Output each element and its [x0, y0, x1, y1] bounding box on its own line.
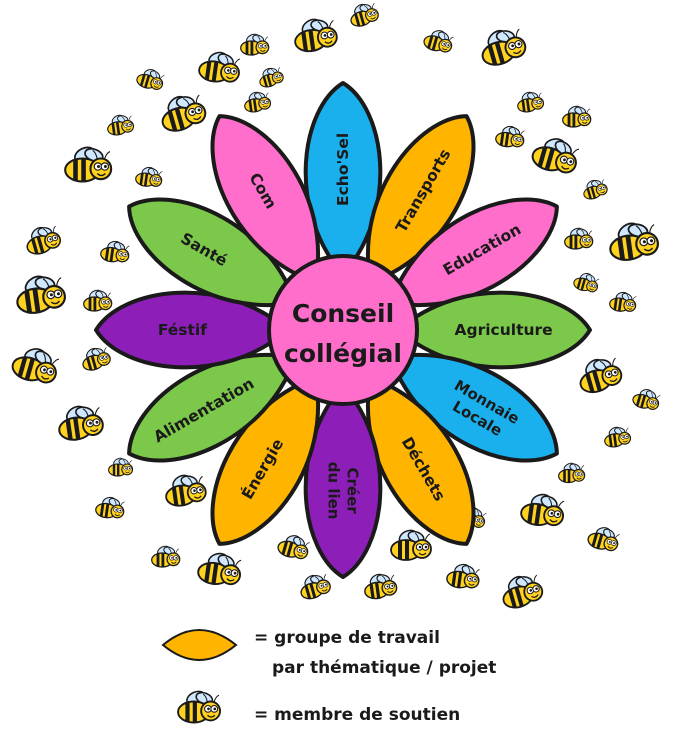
- bee-icon: [21, 220, 64, 258]
- legend-bee-text: = membre de soutien: [254, 705, 460, 725]
- bee-icon: [562, 103, 592, 128]
- center-label-line1: Conseil: [292, 299, 394, 328]
- bee-icon: [54, 399, 106, 443]
- bee-icon: [579, 175, 610, 202]
- legend-petal-line1: = groupe de travail: [254, 628, 440, 648]
- bee-icon: [361, 569, 399, 601]
- bee-icon: [630, 384, 663, 413]
- legend: = groupe de travail par thématique / pro…: [161, 628, 496, 725]
- bee-icon: [78, 342, 113, 374]
- bee-icon: [571, 268, 602, 295]
- bee-icon: [240, 31, 270, 56]
- petal-agriculture: Agriculture: [396, 290, 592, 370]
- center-disc: Conseil collégial: [267, 254, 419, 406]
- bee-icon: [12, 268, 68, 317]
- bee-icon: [94, 493, 127, 521]
- bee-icon: [564, 225, 594, 250]
- bee-icon: [585, 521, 623, 555]
- center-label-line2: collégial: [284, 339, 402, 368]
- bee-icon: [255, 63, 286, 90]
- bee-icon: [162, 469, 209, 509]
- bee-icon: [608, 288, 639, 314]
- bee-icon: [558, 460, 586, 484]
- bee-icon: [605, 215, 661, 264]
- bee-icon: [475, 21, 530, 70]
- bee-icon: [195, 547, 245, 589]
- petal-f-stif: Féstif: [94, 290, 290, 370]
- bee-icon: [494, 122, 527, 150]
- petal-com: Com: [210, 114, 321, 285]
- petal-icon: [161, 629, 238, 661]
- bee-icon: [275, 529, 313, 563]
- bee-icon: [518, 488, 568, 530]
- bee-icon: [134, 64, 167, 93]
- bee-icon: [83, 287, 113, 312]
- bee-icon: [445, 559, 482, 591]
- bee-icon: [64, 143, 113, 183]
- bee-icon: [515, 88, 546, 114]
- petal-label: Agriculture: [455, 321, 553, 339]
- petal-label: du lien: [325, 462, 343, 520]
- bee-icon: [602, 423, 633, 449]
- petal-label: Créer: [344, 468, 362, 515]
- petal-shape: [210, 114, 321, 285]
- center-circle: [267, 254, 419, 406]
- bee-icon: [105, 111, 136, 137]
- bee-icon: [242, 88, 273, 114]
- bee-icon: [496, 567, 546, 612]
- petal-label: Féstif: [158, 321, 207, 339]
- bee-icon: [421, 24, 457, 56]
- bee-icon: [134, 163, 165, 189]
- bee-icon: [155, 87, 210, 136]
- bee-icon: [99, 237, 132, 265]
- bee-icon: [296, 568, 333, 602]
- bee-icon: [573, 350, 626, 397]
- bee-icon: [8, 339, 63, 388]
- bee-icon: [108, 456, 134, 477]
- bee-icon: [196, 46, 243, 86]
- petal-label: Echo'Sel: [334, 133, 352, 206]
- bee-icon: [528, 129, 583, 178]
- legend-petal-line2: par thématique / projet: [272, 658, 496, 678]
- bee-icon: [291, 12, 340, 55]
- bee-icon: [177, 687, 221, 724]
- bee-icon: [151, 543, 181, 568]
- bee-icon: [346, 0, 381, 30]
- bee-icon: [390, 526, 432, 561]
